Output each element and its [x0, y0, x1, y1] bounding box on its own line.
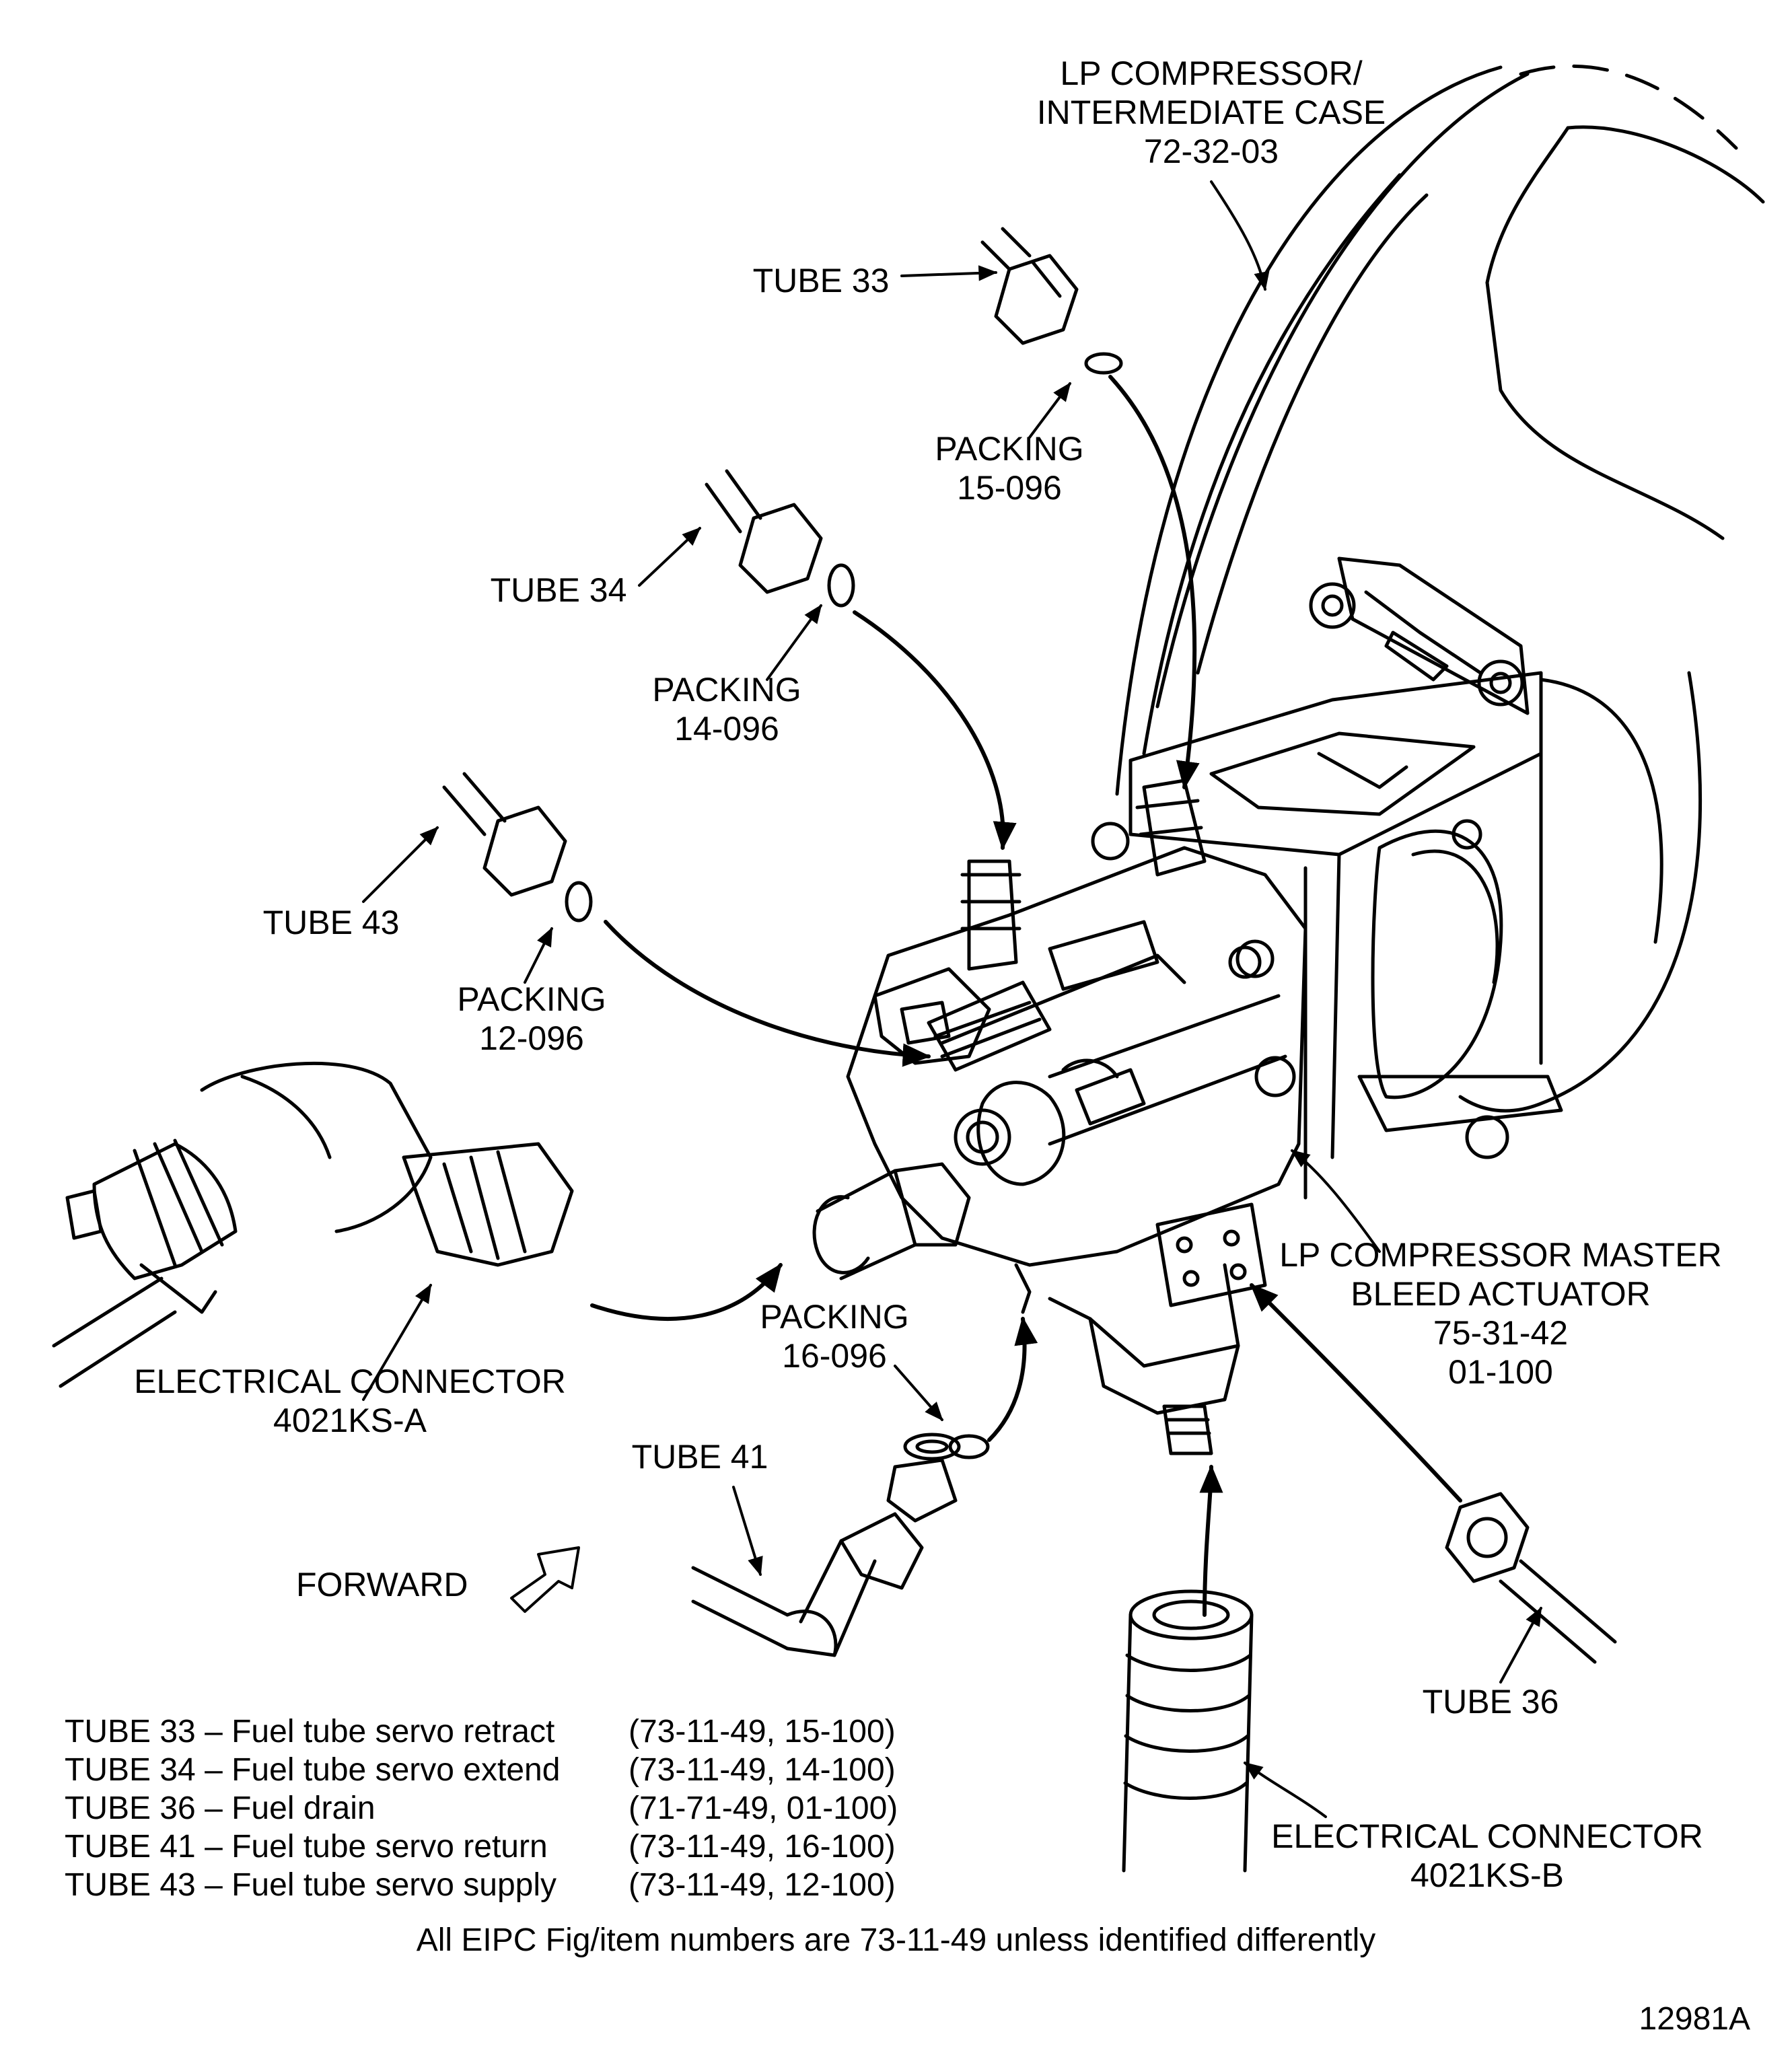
label-packing-15-096: PACKING 15-096	[915, 429, 1104, 507]
legend-desc: TUBE 33 – Fuel tube servo retract	[65, 1714, 555, 1749]
label-line: 4021KS-A	[273, 1402, 427, 1439]
label-line: BLEED ACTUATOR	[1351, 1275, 1651, 1313]
tube-33-art	[980, 227, 1200, 790]
label-tube-33: TUBE 33	[752, 262, 890, 299]
label-bleed-actuator: LP COMPRESSOR MASTER BLEED ACTUATOR 75-3…	[1265, 1235, 1736, 1391]
label-line: PACKING	[935, 430, 1084, 468]
label-line: 72-32-03	[1143, 133, 1279, 170]
label-line: 75-31-42	[1433, 1314, 1569, 1352]
label-line: 16-096	[782, 1337, 887, 1375]
label-line: 4021KS-B	[1410, 1856, 1564, 1894]
legend-desc: TUBE 34 – Fuel tube servo extend	[65, 1752, 561, 1788]
legend-desc: TUBE 41 – Fuel tube servo return	[65, 1829, 548, 1865]
footnote: All EIPC Fig/item numbers are 73-11-49 u…	[416, 1922, 1376, 1958]
label-packing-16-096: PACKING 16-096	[740, 1297, 929, 1375]
label-line: LP COMPRESSOR/	[1060, 55, 1363, 92]
label-line: ELECTRICAL CONNECTOR	[1271, 1817, 1703, 1855]
electrical-connector-a	[52, 1061, 783, 1388]
tube-43-art	[442, 772, 931, 1067]
label-electrical-connector-b: ELECTRICAL CONNECTOR 4021KS-B	[1252, 1817, 1723, 1895]
figure-number: 12981A	[1639, 2001, 1751, 2037]
tube-34-art	[705, 469, 1017, 851]
actuator-body	[846, 846, 1307, 1267]
label-line: LP COMPRESSOR MASTER	[1279, 1236, 1722, 1274]
label-line: 01-100	[1448, 1353, 1553, 1391]
forward-arrow-icon	[510, 1546, 580, 1613]
legend-ref: (73-11-49, 14-100)	[629, 1752, 896, 1788]
label-electrical-connector-a: ELECTRICAL CONNECTOR 4021KS-A	[114, 1362, 585, 1440]
label-packing-12-096: PACKING 12-096	[437, 980, 626, 1058]
mount-bracket	[1128, 556, 1563, 1200]
label-line: 14-096	[674, 710, 779, 748]
label-line: PACKING	[652, 671, 801, 709]
legend-ref: (71-71-49, 01-100)	[629, 1791, 898, 1826]
leader-arrows	[362, 180, 1542, 1818]
label-line: ELECTRICAL CONNECTOR	[134, 1363, 566, 1400]
label-tube-36: TUBE 36	[1422, 1683, 1559, 1721]
label-packing-14-096: PACKING 14-096	[633, 670, 821, 748]
label-line: PACKING	[457, 980, 606, 1018]
label-tube-34: TUBE 34	[490, 571, 627, 609]
legend-desc: TUBE 36 – Fuel drain	[65, 1791, 375, 1826]
legend-ref: (73-11-49, 12-100)	[629, 1867, 896, 1903]
label-line: PACKING	[760, 1298, 909, 1336]
label-tube-41: TUBE 41	[631, 1438, 768, 1476]
tube-41-art	[691, 1316, 1038, 1657]
label-tube-43: TUBE 43	[262, 904, 400, 941]
legend-ref: (73-11-49, 16-100)	[629, 1829, 896, 1865]
label-line: INTERMEDIATE CASE	[1036, 94, 1386, 131]
intermediate-case-outline	[1115, 64, 1765, 1113]
label-intermediate-case: LP COMPRESSOR/ INTERMEDIATE CASE 72-32-0…	[942, 54, 1480, 171]
actuator-fittings	[812, 779, 1207, 1280]
tube-36-art	[1250, 1283, 1617, 1664]
legend-desc: TUBE 43 – Fuel tube servo supply	[65, 1867, 557, 1903]
bracket-bolts	[1091, 582, 1524, 1159]
electrical-connector-b	[1122, 1464, 1254, 1873]
label-line: 15-096	[957, 469, 1062, 507]
label-line: 12-096	[479, 1019, 584, 1057]
label-forward: FORWARD	[296, 1566, 468, 1603]
legend-ref: (73-11-49, 15-100)	[629, 1714, 896, 1749]
